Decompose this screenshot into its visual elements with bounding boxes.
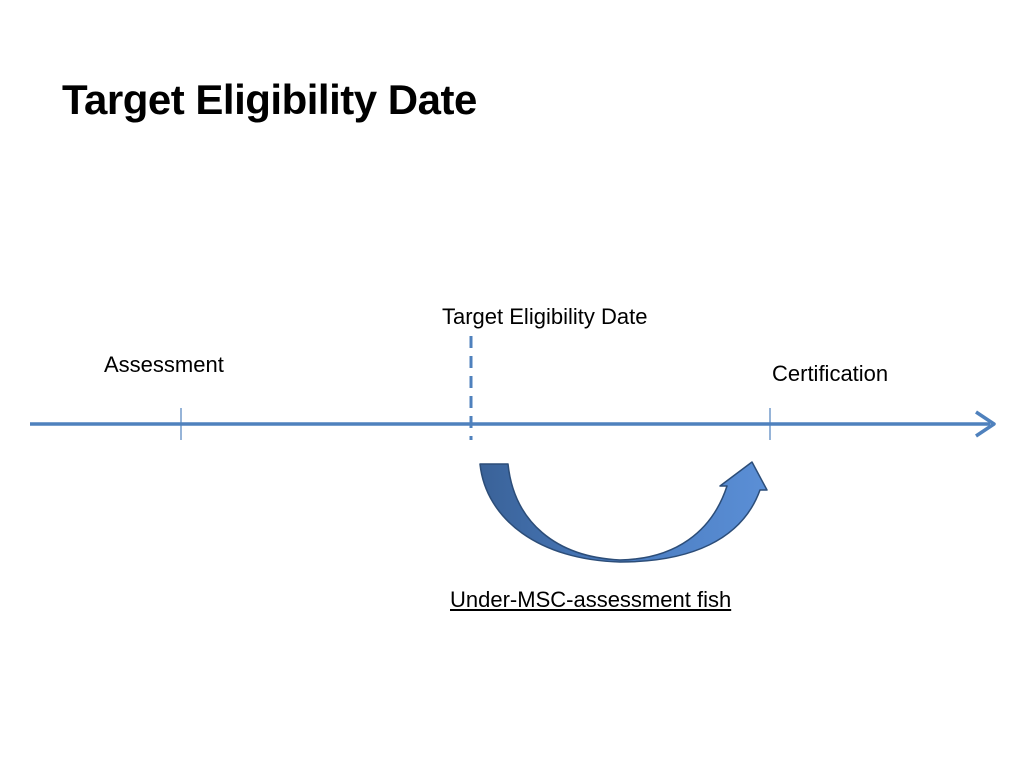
curved-arrow-icon bbox=[479, 461, 768, 563]
under-assessment-fish-label: Under-MSC-assessment fish bbox=[450, 587, 732, 612]
slide-title: Target Eligibility Date bbox=[62, 76, 477, 123]
assessment-label: Assessment bbox=[104, 352, 224, 377]
timeline-arrowhead bbox=[975, 410, 996, 438]
certification-label: Certification bbox=[772, 361, 889, 386]
target-eligibility-label: Target Eligibility Date bbox=[442, 304, 648, 329]
